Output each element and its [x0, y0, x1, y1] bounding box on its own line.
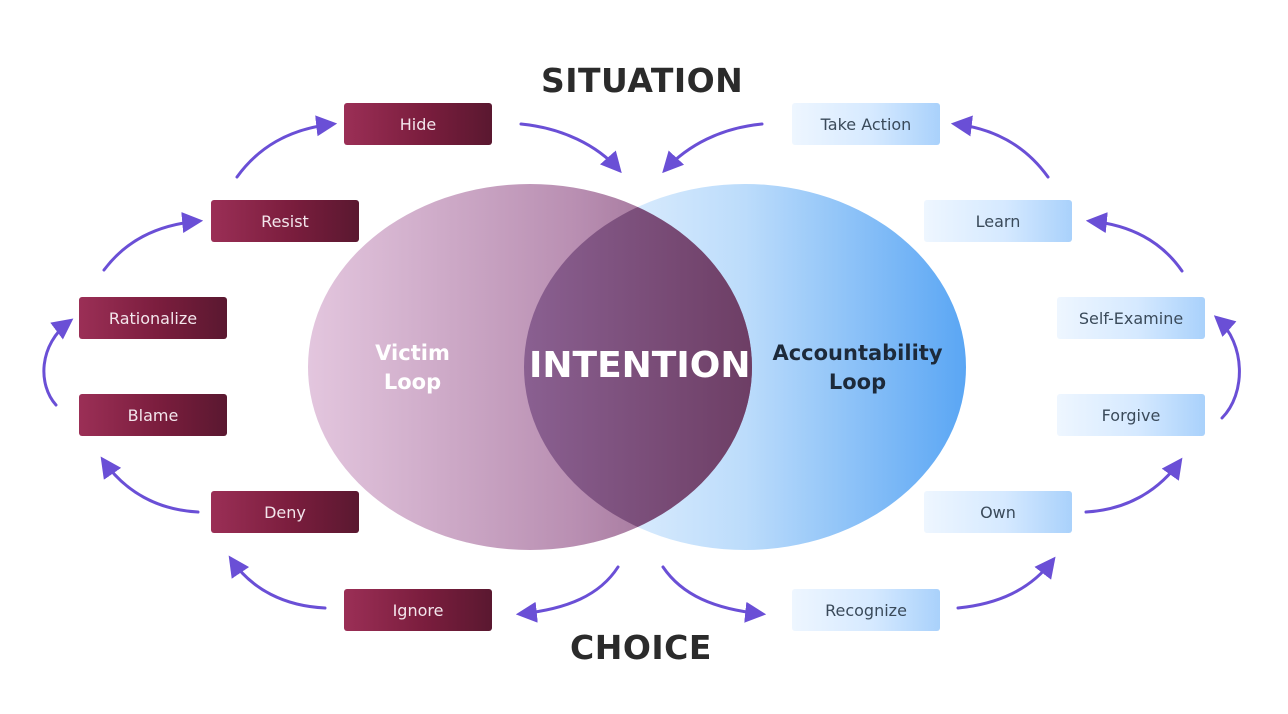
arrow-own-to-forgive	[1084, 457, 1183, 514]
victim-step-deny: Deny	[211, 491, 359, 533]
arrow-resist-to-hide	[235, 115, 338, 179]
victim-step-hide: Hide	[344, 103, 492, 145]
choice-heading: CHOICE	[570, 628, 712, 667]
arrow-take-action-to-center	[662, 122, 764, 174]
accountability-step-learn: Learn	[924, 200, 1072, 242]
victim-step-ignore: Ignore	[344, 589, 492, 631]
victim-step-blame: Blame	[79, 394, 227, 436]
accountability-loop-label-line2: Loop	[828, 370, 887, 394]
accountability-loop-label-line1: Accountability	[772, 341, 943, 365]
situation-heading: SITUATION	[541, 61, 744, 100]
arrow-learn-to-take-action	[950, 115, 1050, 179]
victim-step-resist: Resist	[211, 200, 359, 242]
accountability-step-take-action: Take Action	[792, 103, 940, 145]
arrow-center-to-ignore	[515, 565, 620, 623]
victim-step-rationalize: Rationalize	[79, 297, 227, 339]
intention-label: INTENTION	[529, 345, 751, 386]
arrow-ignore-to-deny	[228, 555, 327, 610]
arrow-blame-to-rationalize	[42, 318, 74, 407]
arrow-rationalize-to-resist	[102, 212, 204, 272]
accountability-step-own: Own	[924, 491, 1072, 533]
arrow-self-examine-to-learn	[1085, 212, 1184, 273]
arrow-center-to-recognize	[661, 565, 767, 623]
accountability-step-forgive: Forgive	[1057, 394, 1205, 436]
arrow-forgive-to-self-examine	[1213, 315, 1241, 420]
accountability-step-recognize: Recognize	[792, 589, 940, 631]
accountability-loop-label: Accountability Loop	[770, 339, 945, 397]
arrow-recognize-to-own	[956, 556, 1056, 610]
victim-loop-label-line2: Loop	[383, 370, 442, 394]
victim-loop-label-line1: Victim	[375, 341, 450, 365]
victim-loop-label: Victim Loop	[360, 339, 465, 397]
arrow-deny-to-blame	[100, 456, 200, 514]
intention-overlap	[524, 184, 752, 550]
accountability-step-self-examine: Self-Examine	[1057, 297, 1205, 339]
arrow-hide-to-center	[519, 122, 622, 174]
